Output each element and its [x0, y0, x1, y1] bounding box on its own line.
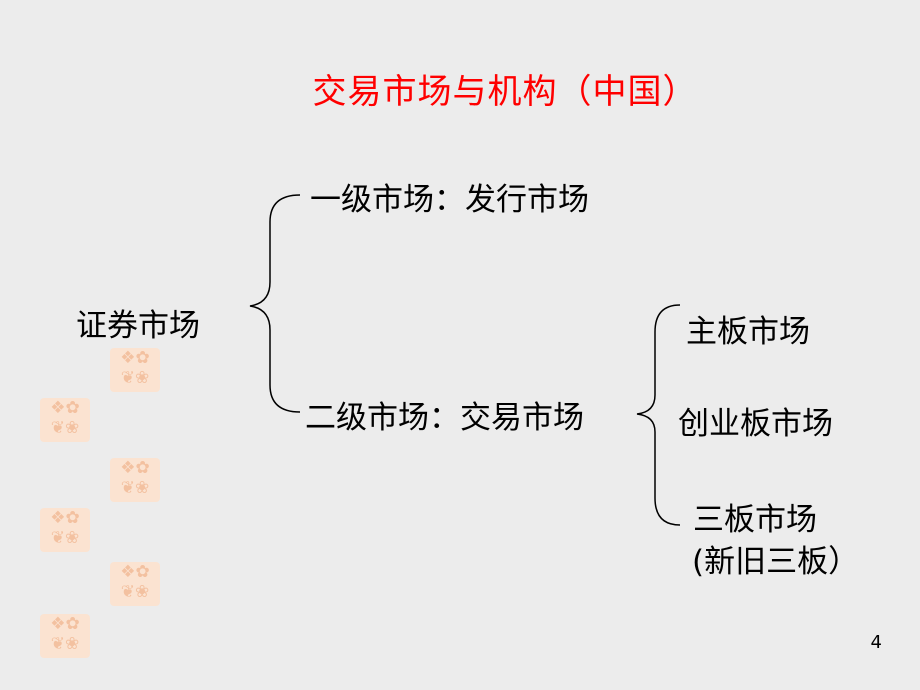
main-board-label: 主板市场	[686, 314, 810, 350]
seal-stamp-icon: ❖✿❦❀	[40, 398, 90, 442]
secondary-market-label: 二级市场：交易市场	[305, 400, 584, 436]
slide-title: 交易市场与机构（中国）	[312, 72, 698, 112]
seal-stamp-icon: ❖✿❦❀	[40, 614, 90, 658]
securities-market-label: 证券市场	[76, 308, 200, 344]
seal-stamp-icon: ❖✿❦❀	[110, 562, 160, 606]
seal-stamp-icon: ❖✿❦❀	[40, 508, 90, 552]
chinext-label: 创业板市场	[678, 406, 833, 442]
page-number: 4	[870, 632, 882, 653]
seal-stamp-icon: ❖✿❦❀	[110, 348, 160, 392]
third-board-note: (新旧三板）	[692, 544, 860, 580]
seal-stamp-icon: ❖✿❦❀	[110, 458, 160, 502]
right-brace	[636, 304, 681, 526]
primary-market-label: 一级市场：发行市场	[310, 182, 589, 218]
third-board-label: 三板市场	[693, 502, 817, 538]
left-brace	[249, 194, 301, 413]
